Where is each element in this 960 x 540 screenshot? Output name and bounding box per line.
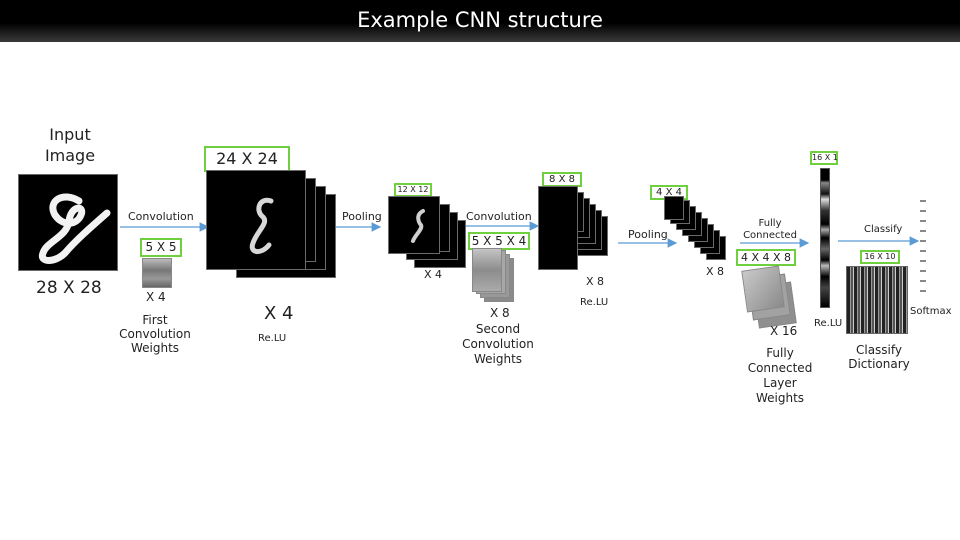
input-image-label: Input Image: [44, 125, 96, 165]
pool2-map-1: [664, 196, 684, 220]
pool1-activation: [411, 209, 425, 243]
conv2-label: Convolution: [466, 210, 532, 223]
layer1-size-box: 24 X 24: [204, 146, 290, 172]
conv2-kernel-box: 5 X 5 X 4: [468, 232, 530, 250]
pool2-count: X 8: [706, 265, 725, 278]
classify-dictionary-label: Classify Dictionary: [848, 343, 910, 371]
digit-image: [38, 193, 111, 264]
conv1-kernel-box: 5 X 5: [140, 238, 182, 257]
fc-weights-1: [741, 265, 785, 313]
conv2-weights-1: [472, 248, 502, 292]
fc-out-size-box: 16 X 1: [810, 151, 838, 165]
conv2-weights-label: Second Convolution Weights: [462, 322, 534, 366]
fc-weights-stack: [741, 265, 798, 329]
fc-size-box: 4 X 4 X 8: [736, 249, 796, 266]
classify-label: Classify: [864, 224, 903, 235]
layer1-activation: [249, 197, 274, 254]
classify-dictionary-matrix: [846, 266, 908, 334]
fc-weights-label: Fully Connected Layer Weights: [747, 346, 813, 405]
layer2-count: X 8: [586, 275, 605, 288]
title-bar: [0, 0, 960, 42]
pool1-count: X 4: [424, 268, 443, 281]
pool1-size-box: 12 X 12: [394, 183, 432, 197]
fc-output-vector: [820, 168, 830, 308]
layer2-map-1: [538, 186, 578, 270]
layer1-relu: Re.LU: [258, 333, 287, 344]
fc-count: X 16: [770, 324, 798, 338]
classify-size-box: 16 X 10: [860, 250, 900, 264]
conv1-label: Convolution: [128, 210, 194, 223]
input-image: [18, 174, 118, 271]
input-size-label: 28 X 28: [36, 278, 102, 298]
pool1-map-1: [388, 196, 440, 254]
fc-out-relu: Re.LU: [814, 318, 843, 329]
pool1-label: Pooling: [342, 210, 382, 223]
layer2-size-box: 8 X 8: [542, 172, 582, 187]
layer1-map-1: [206, 170, 306, 270]
softmax-output-vector: [920, 192, 926, 292]
softmax-label: Softmax: [910, 306, 952, 317]
fc-label: Fully Connected: [743, 218, 797, 241]
pool2-label: Pooling: [628, 228, 668, 241]
page-title: Example CNN structure: [357, 8, 603, 32]
conv1-weights-label: First Convolution Weights: [119, 313, 191, 355]
conv2-count: X 8: [490, 306, 510, 320]
layer2-relu: Re.LU: [580, 297, 609, 308]
layer1-count: X 4: [264, 303, 294, 324]
conv1-count: X 4: [146, 290, 166, 304]
conv1-weights-thumbnail: [142, 258, 172, 288]
